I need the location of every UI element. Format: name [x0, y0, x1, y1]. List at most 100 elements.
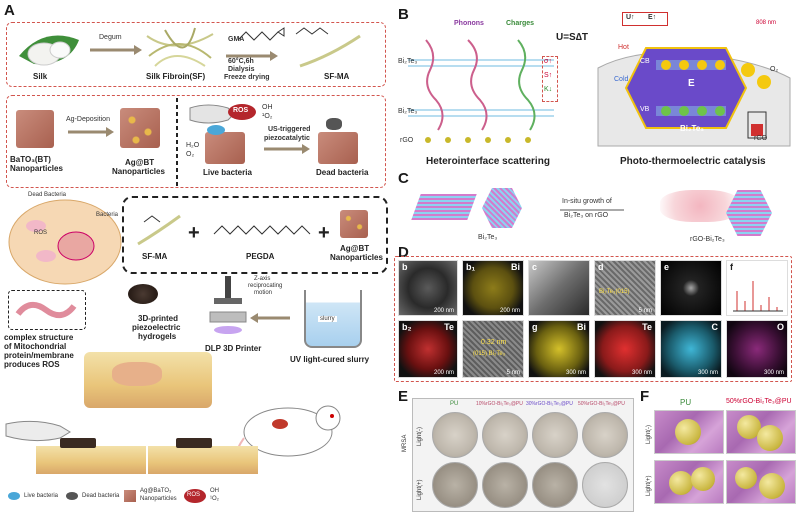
dish-r2-c3 — [532, 462, 578, 508]
o2-label: ¹O₂ — [262, 113, 273, 120]
legend-o2: ¹O₂ — [210, 496, 219, 502]
h2o-label: H₂O — [186, 142, 200, 149]
ingredient-agbt-sub: Nanoparticles — [330, 253, 383, 262]
dlp-label: DLP 3D Printer — [205, 344, 262, 353]
bi-label-b: Bi₂Te₃ — [680, 124, 704, 133]
insitu-arrow — [560, 209, 624, 211]
silk-fibroin-label: Silk Fibroin(SF) — [146, 72, 206, 81]
photothermo-label: Photo-thermoelectric catalysis — [620, 156, 766, 167]
hydrogel-patch-left — [60, 438, 96, 448]
dish-r1-c3 — [532, 412, 578, 458]
gma-structure — [237, 27, 285, 41]
silk-label: Silk — [33, 72, 48, 81]
dead-bacteria-text: Dead Bacteria — [28, 192, 67, 198]
equation-label: U=S∆T — [556, 32, 588, 43]
plus-1: + — [188, 222, 200, 244]
legend-agbt-icon — [124, 490, 136, 502]
e-col-2: 30%rGO-Bi₂Te₃@PU — [526, 401, 573, 407]
legend-live-icon — [8, 492, 20, 500]
bi2te3-crystal-flat — [411, 194, 477, 220]
plus-2: + — [318, 222, 330, 244]
sfma-fiber-icon — [137, 214, 181, 246]
slurry-tag: slurry — [318, 316, 337, 322]
ingredient-agbt: Ag@BT — [340, 244, 370, 253]
bato3-label: BaTO₃(BT) — [10, 155, 51, 164]
f-col-pu: PU — [680, 398, 692, 407]
photothermo-diagram — [597, 47, 791, 147]
f-light-pos: Light(+) — [646, 475, 652, 496]
printed-hydrogel-icon — [128, 284, 158, 304]
panel-letter-b: B — [398, 6, 409, 23]
legend-dead-icon — [66, 492, 78, 500]
vb-label: VB — [640, 106, 650, 113]
e-col-0: PU — [450, 401, 459, 407]
mito-icon — [15, 301, 77, 319]
gma-label: GMA — [228, 36, 245, 43]
dish-r1-c2 — [482, 412, 528, 458]
printed-label-2: piezoelectric — [132, 323, 181, 332]
gma-arrow — [226, 51, 278, 61]
panel-letter-f: F — [640, 388, 650, 405]
cond-2: Dialysis — [228, 66, 255, 73]
o2b-label: O₂ — [186, 151, 195, 158]
o2-label-b: O₂ — [770, 66, 779, 73]
zaxis-label-2: reciprocating — [248, 283, 283, 289]
legend-oh: OH — [210, 488, 219, 494]
e-col-3: 50%rGO-Bi₂Te₃@PU — [578, 401, 625, 407]
cold-label: Cold — [614, 76, 629, 83]
lattice-diagram — [408, 39, 554, 143]
cell-diagram — [8, 199, 122, 285]
micro-e: e — [660, 260, 722, 316]
rgobi-label: rGO-Bi₂Te₃ — [690, 236, 725, 243]
ros-badge — [228, 104, 256, 120]
us-arrow — [264, 144, 310, 154]
cb-label: CB — [640, 58, 650, 65]
heterointerface-label: Heterointerface scattering — [426, 156, 550, 167]
bacteria-blob — [207, 125, 225, 135]
ue-box — [622, 12, 668, 26]
degum-label: Degum — [99, 34, 122, 41]
hand-probe-icon — [5, 420, 71, 442]
bacteria-text: Bacteria — [96, 212, 119, 218]
dish-r2-c1 — [432, 462, 478, 508]
ingredient-box — [122, 196, 388, 274]
bi2te3-label-a: Bi₂Te₃ — [398, 58, 418, 65]
bi2te3-label-c: Bi₂Te₃ — [478, 234, 498, 241]
row1-box — [6, 22, 386, 87]
zaxis-label-3: motion — [254, 290, 273, 296]
dead-bacteria-blob — [326, 118, 342, 130]
sigma-label: σ↑ — [544, 58, 552, 65]
sem-r1-c2 — [726, 410, 796, 454]
panel-letter-a: A — [4, 2, 15, 19]
skin-layer-right — [148, 446, 258, 474]
panel-d-box — [394, 256, 792, 382]
dead-bacteria-label: Dead bacteria — [316, 168, 369, 177]
e-light-pos: Light(+) — [417, 479, 423, 500]
degum-arrow — [90, 45, 142, 55]
legend-agbt-2: Nanoparticles — [140, 496, 177, 502]
oh-label: OH — [262, 104, 273, 111]
property-box — [542, 56, 558, 102]
agbt-label: Ag@BT — [125, 158, 155, 167]
us-label-2: piezocatalytic — [264, 135, 310, 142]
legend-agbt-1: Ag@BaTO₃ — [140, 488, 172, 494]
micro-b3: 0.32 nm (015) Bi₂Te₃ 5 nm — [462, 320, 524, 378]
mito-text-2: of Mitochondrial — [4, 342, 67, 351]
live-bacteria-label: Live bacteria — [203, 168, 252, 177]
dlp-printer-icon — [209, 276, 247, 334]
agbt-cube — [120, 108, 160, 148]
live-bacteria-block — [205, 132, 245, 164]
ingredient-pegda: PEGDA — [246, 252, 275, 261]
legend-ros: ROS — [187, 492, 201, 498]
micro-f: f — [726, 260, 788, 316]
printed-label-1: 3D-printed — [138, 314, 178, 323]
panel-letter-c: C — [398, 170, 409, 187]
insitu-label-1: In-situ growth of — [562, 198, 612, 205]
mito-text-4: produces ROS — [4, 360, 60, 369]
e-col-1: 10%rGO-Bi₂Te₃@PU — [476, 401, 523, 407]
